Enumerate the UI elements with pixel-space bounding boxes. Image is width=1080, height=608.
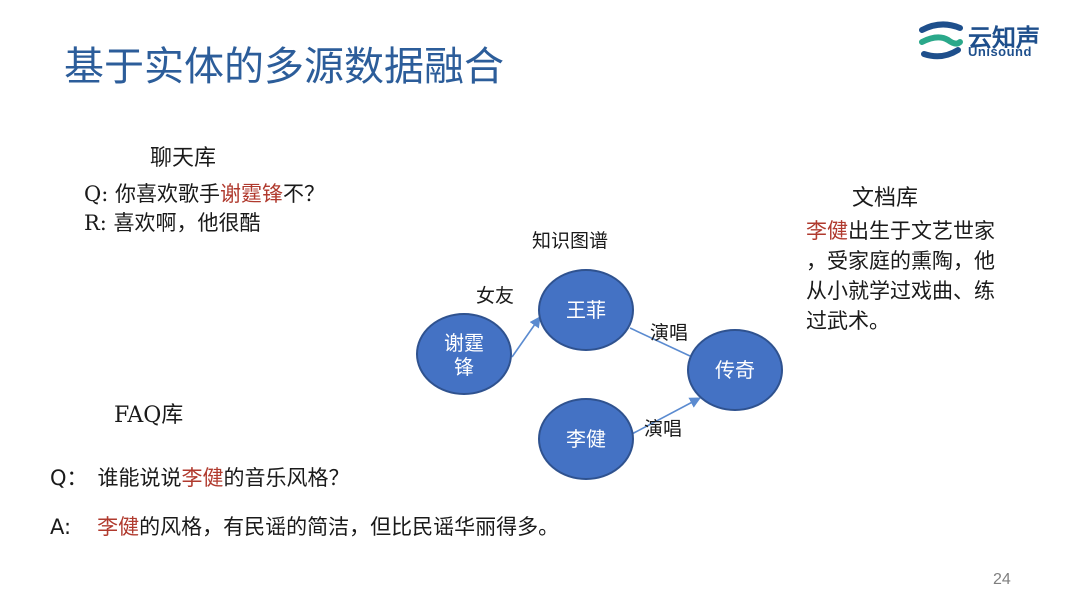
node-label-lijian: 李健 <box>566 427 606 451</box>
edge-sang-lijian <box>629 397 701 436</box>
doc-entity: 李健 <box>806 219 848 243</box>
faq-answer: A: 李健的风格，有民谣的简洁，但比民谣华丽得多。 <box>50 511 559 541</box>
node-label-wangfei: 王菲 <box>566 298 606 322</box>
node-label-xie-line1: 谢霆 <box>444 331 484 355</box>
doc-line-3: 从小就学过戏曲、练 <box>806 279 995 303</box>
page-title: 基于实体的多源数据融合 <box>64 44 504 90</box>
chat-question-suffix: 不？ <box>282 182 325 206</box>
doc-library-header: 文档库 <box>852 186 919 211</box>
edge-sang-wangfei <box>629 327 691 357</box>
chat-question: Q: 你喜欢歌手谢霆锋不？ <box>84 178 325 208</box>
edge-label-sang2: 演唱 <box>644 418 682 440</box>
doc-line-2: ，受家庭的熏陶，他 <box>806 249 995 273</box>
faq-answer-label: A: <box>50 515 72 539</box>
chat-question-entity: 谢霆锋 <box>219 182 283 206</box>
edge-girlfriend <box>511 316 541 358</box>
faq-question-entity: 李健 <box>181 466 224 490</box>
node-xietingfeng <box>416 313 512 395</box>
edge-label-girlfriend: 女友 <box>476 285 514 307</box>
chat-library-header: 聊天库 <box>150 146 217 171</box>
kg-header: 知识图谱 <box>532 230 609 252</box>
doc-line-1-rest: 出生于文艺世家 <box>848 219 995 243</box>
faq-answer-suffix: 的风格，有民谣的简洁，但比民谣华丽得多。 <box>139 515 560 539</box>
logo-name-cn: 云知声 <box>968 24 1040 52</box>
node-label-chuanqi: 传奇 <box>715 358 755 382</box>
logo-name-en: Unisound <box>968 44 1032 59</box>
knowledge-graph: 谢霆 锋 王菲 传奇 李健 女友 演唱 演唱 <box>416 269 783 480</box>
doc-line-4: 过武术。 <box>806 309 890 333</box>
faq-question-label: Q： <box>50 466 88 490</box>
node-lijian <box>538 398 634 480</box>
doc-line-1: 李健出生于文艺世家 <box>806 216 995 246</box>
faq-library-header: FAQ库 <box>114 403 184 428</box>
node-chuanqi <box>687 329 783 411</box>
node-label-xie-line2: 锋 <box>454 355 474 379</box>
chat-response: R: 喜欢啊，他很酷 <box>84 211 261 235</box>
faq-answer-entity: 李健 <box>97 515 140 539</box>
edge-label-sang1: 演唱 <box>650 322 688 344</box>
chat-question-prefix: Q: 你喜欢歌手 <box>84 182 220 206</box>
faq-question-suffix: 的音乐风格？ <box>223 466 350 490</box>
faq-question: Q： 谁能说说李健的音乐风格？ <box>50 462 350 492</box>
page-number: 24 <box>993 571 1011 588</box>
unisound-logo-icon <box>919 21 963 60</box>
node-wangfei <box>538 269 634 351</box>
faq-question-prefix: 谁能说说 <box>97 466 182 490</box>
